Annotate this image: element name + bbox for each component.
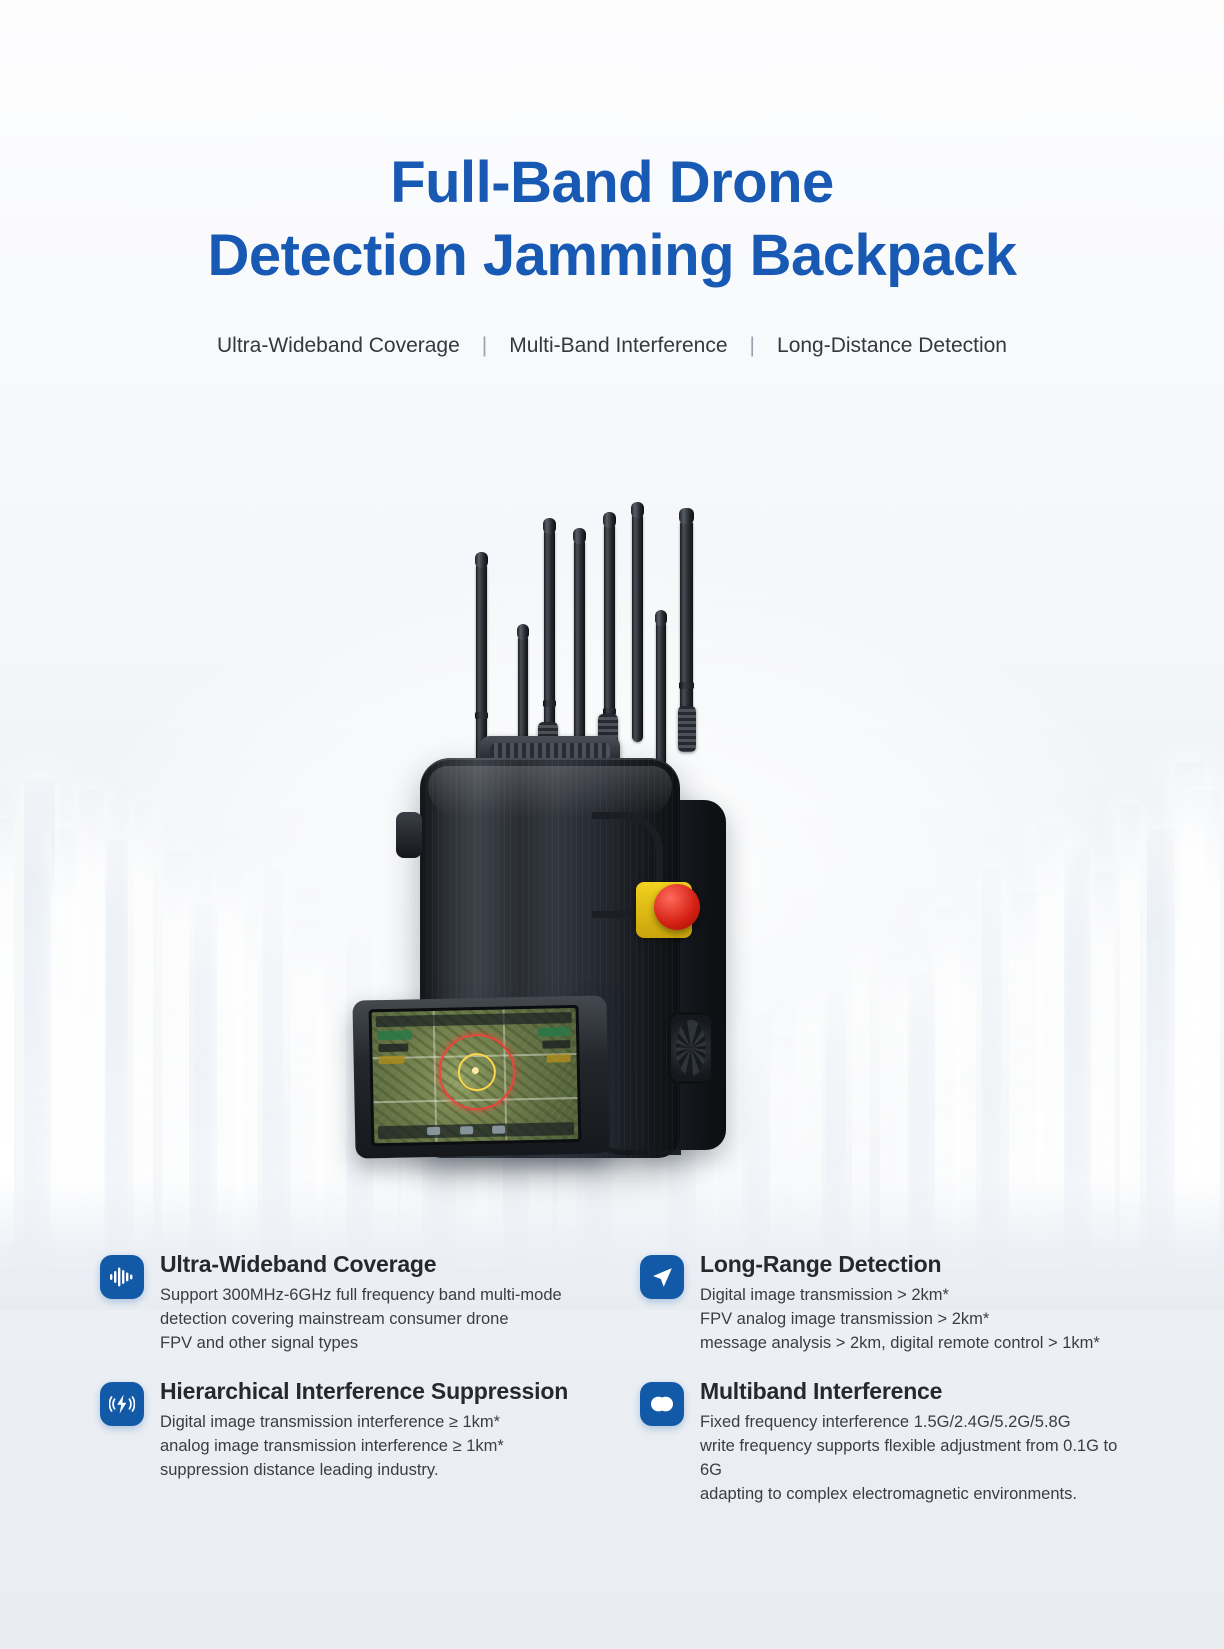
background-strip: [954, 934, 976, 1270]
antenna-tip: [517, 624, 529, 640]
carry-handle: [592, 812, 663, 918]
page-title-line-1: Full-Band Drone: [390, 150, 834, 215]
rugged-tablet-controller[interactable]: [352, 995, 610, 1159]
signal-jam-bolt-icon: [100, 1381, 144, 1426]
antenna-2: [517, 624, 529, 776]
antenna-1: [475, 552, 488, 774]
feature-title: Long-Range Detection: [700, 1251, 942, 1277]
background-strip: [134, 801, 153, 1270]
product-image: [330, 500, 800, 1200]
feature-text: Multiband Interference Fixed frequency i…: [700, 1377, 1120, 1506]
cooling-fan-vent: [668, 1012, 714, 1084]
antenna-3: [543, 518, 556, 776]
background-strip: [880, 950, 911, 1270]
antenna-4: [573, 528, 586, 776]
background-strip: [79, 790, 104, 1270]
feature-text: Ultra-Wideband Coverage Support 300MHz-6…: [160, 1251, 620, 1355]
background-strip: [825, 993, 846, 1270]
hero-tagline: Ultra-Wideband Coverage | Multi-Band Int…: [0, 334, 1224, 358]
antenna-tip: [543, 518, 556, 534]
antenna-band: [603, 708, 616, 715]
background-strip: [908, 973, 936, 1270]
tagline-separator-1: |: [481, 334, 488, 358]
tablet-soft-button[interactable]: [492, 1125, 506, 1134]
feature-grid: Ultra-Wideband Coverage Support 300MHz-6…: [100, 1251, 1124, 1506]
tagline-item-1: Ultra-Wideband Coverage: [217, 334, 460, 358]
antenna-tip: [475, 552, 488, 568]
strap-clip: [396, 812, 422, 858]
tagline-item-2: Multi-Band Interference: [509, 334, 728, 358]
background-strip: [263, 869, 283, 1270]
antenna-7: [655, 610, 667, 780]
feature-body: Support 300MHz-6GHz full frequency band …: [160, 1285, 562, 1352]
tablet-bezel: [368, 1004, 582, 1147]
background-strip: [1092, 872, 1115, 1270]
feature-text: Long-Range Detection Digital image trans…: [700, 1251, 1120, 1355]
antenna-band: [543, 700, 556, 707]
feature-title: Ultra-Wideband Coverage: [160, 1251, 437, 1277]
feature-ultra-wideband-coverage: Ultra-Wideband Coverage Support 300MHz-6…: [100, 1251, 620, 1355]
background-strip: [797, 969, 821, 1270]
antenna-band: [475, 712, 488, 719]
feature-text: Hierarchical Interference Suppression Di…: [160, 1377, 620, 1482]
emergency-stop-button[interactable]: [636, 882, 700, 938]
antenna-tip: [603, 512, 616, 528]
antenna-tip: [631, 502, 644, 518]
antenna-tip: [573, 528, 586, 544]
tablet-status-chip: [378, 1043, 409, 1053]
emergency-stop-knob[interactable]: [654, 884, 700, 930]
feature-title: Multiband Interference: [700, 1377, 943, 1404]
tablet-status-chip: [537, 1027, 571, 1037]
background-strip: [51, 829, 79, 1270]
background-strip: [235, 908, 258, 1270]
tablet-soft-button[interactable]: [427, 1126, 441, 1136]
tablet-status-chip: [546, 1054, 571, 1063]
page-title: Full-Band Drone Detection Jamming Backpa…: [0, 146, 1224, 292]
feature-multiband-interference: Multiband Interference Fixed frequency i…: [640, 1377, 1120, 1506]
antenna-tip: [679, 508, 694, 524]
background-strip: [1120, 805, 1140, 1270]
feature-body: Digital image transmission > 2km* FPV an…: [700, 1285, 1100, 1352]
background-strip: [1193, 790, 1220, 1270]
antenna-5: [603, 512, 616, 776]
navigation-arrow-icon: [640, 1255, 684, 1299]
tablet-status-chip: [378, 1055, 405, 1065]
tablet-soft-button[interactable]: [459, 1126, 473, 1135]
dual-band-circle-icon: [640, 1381, 684, 1426]
antenna-tip: [655, 610, 667, 626]
tablet-status-chip: [378, 1030, 413, 1041]
antenna-coil-right: [678, 706, 696, 752]
tablet-screen[interactable]: [371, 1008, 579, 1144]
background-strip: [982, 868, 1001, 1270]
background-strip: [0, 818, 14, 1270]
feature-body: Digital image transmission interference …: [160, 1412, 504, 1479]
tagline-separator-2: |: [749, 334, 756, 358]
background-strip: [189, 902, 218, 1270]
background-strip: [1064, 848, 1090, 1270]
tablet-status-chip: [542, 1040, 571, 1049]
page-title-line-2: Detection Jamming Backpack: [207, 223, 1017, 289]
antenna-6: [631, 502, 644, 742]
tagline-item-3: Long-Distance Detection: [777, 334, 1007, 358]
background-strip: [1037, 825, 1066, 1270]
feature-long-range-detection: Long-Range Detection Digital image trans…: [640, 1251, 1120, 1355]
feature-title: Hierarchical Interference Suppression: [160, 1377, 569, 1404]
background-strip: [852, 926, 870, 1270]
antenna-8: [679, 508, 694, 736]
detection-target-marker: [471, 1066, 479, 1074]
feature-body: Fixed frequency interference 1.5G/2.4G/5…: [700, 1412, 1118, 1503]
feature-hierarchical-interference-suppression: Hierarchical Interference Suppression Di…: [100, 1377, 620, 1506]
hero-header: Full-Band Drone Detection Jamming Backpa…: [0, 146, 1224, 358]
waveform-icon: [100, 1255, 144, 1299]
background-strip: [106, 840, 128, 1270]
antenna-band: [679, 682, 694, 689]
